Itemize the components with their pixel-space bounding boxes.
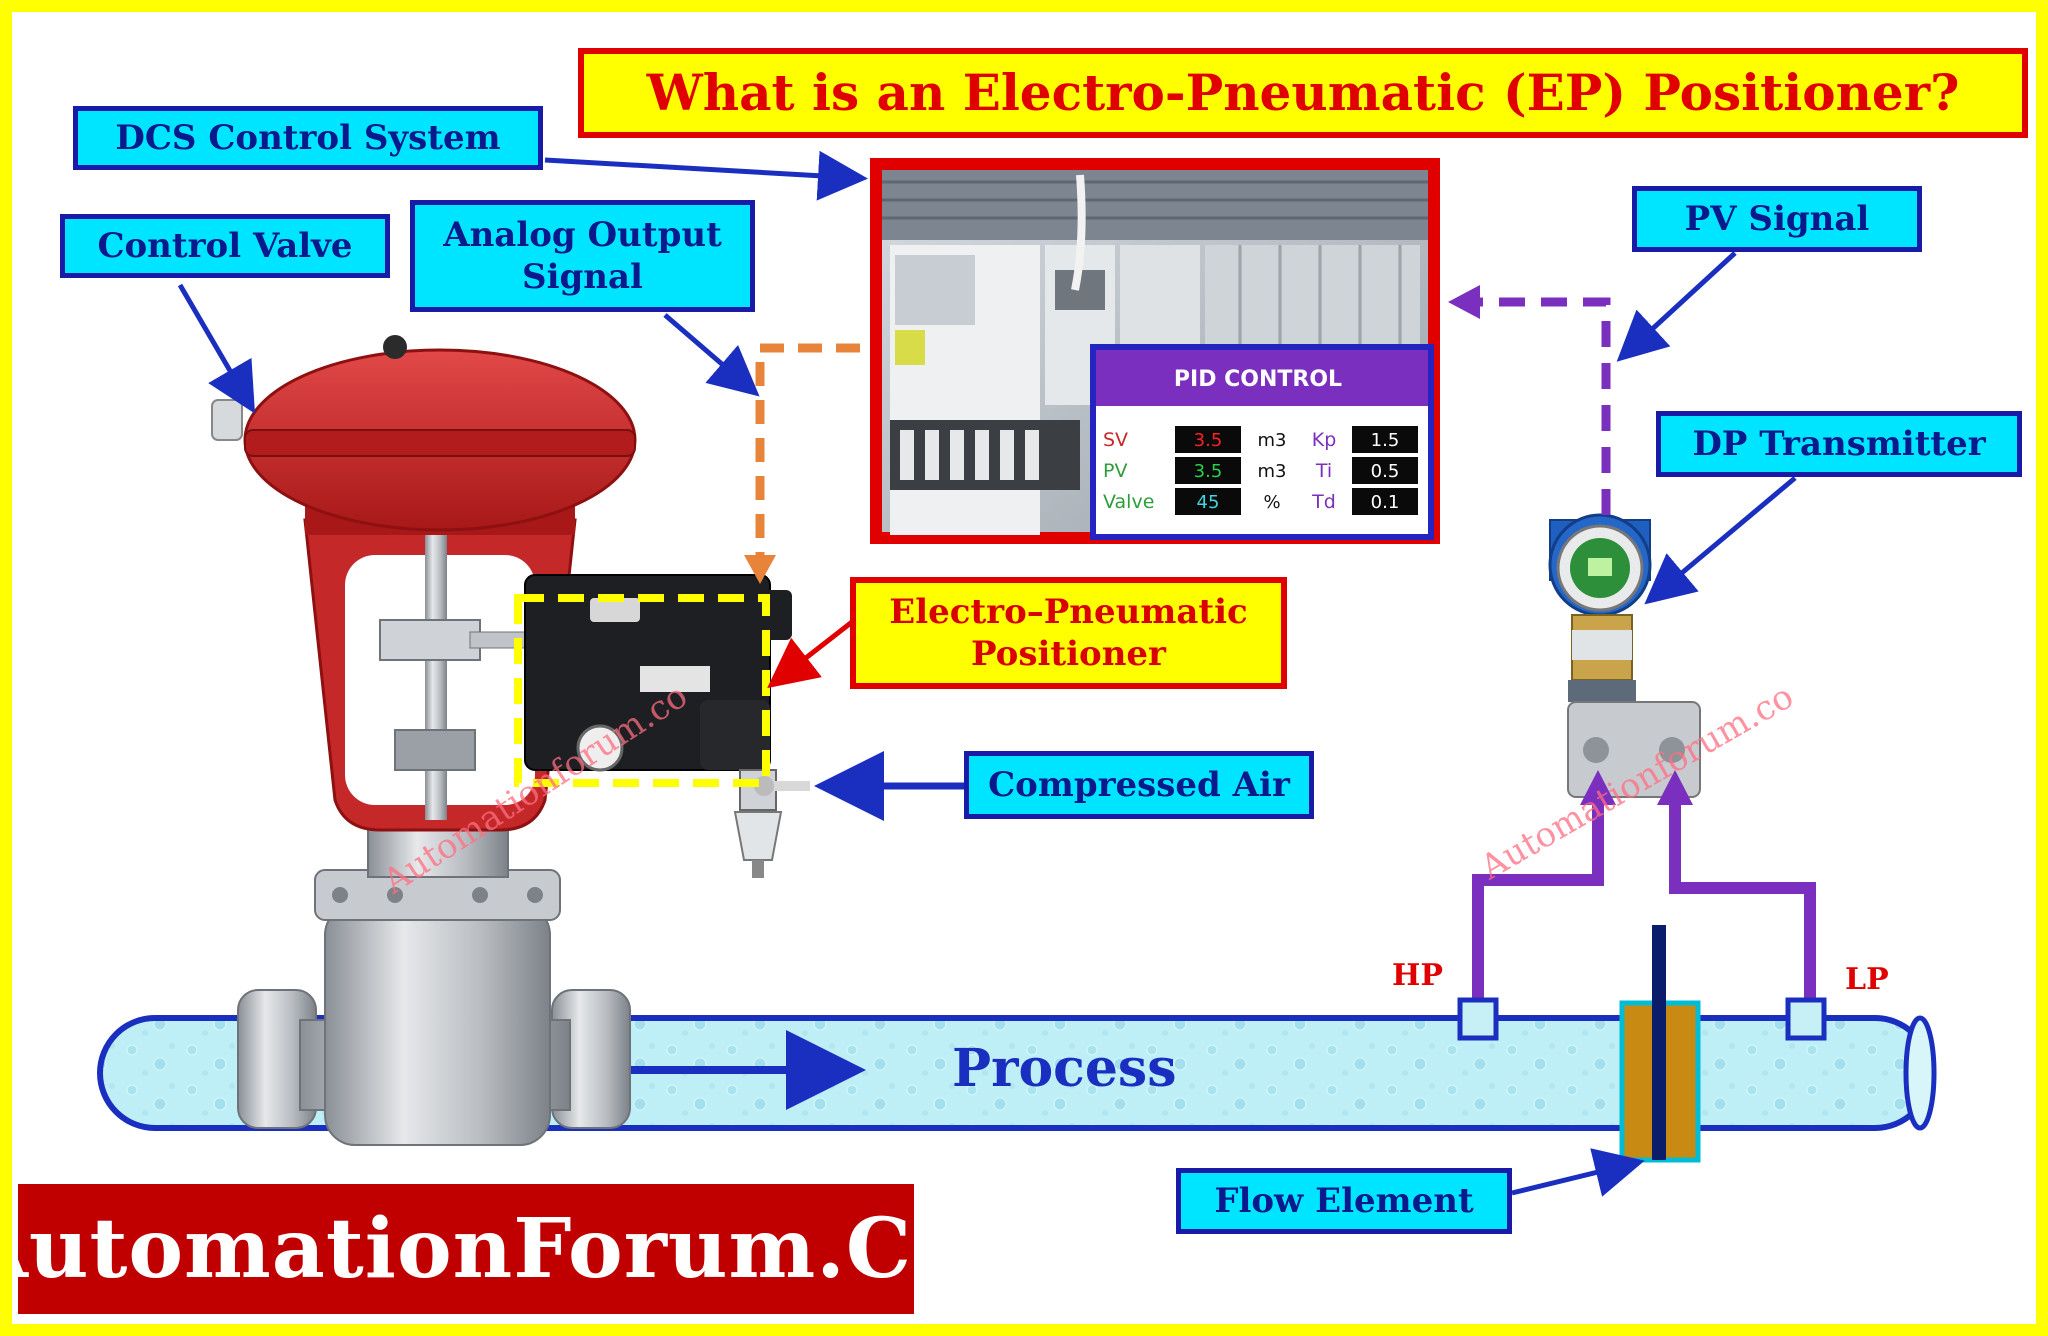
dp-transmitter-graphic bbox=[1548, 513, 1701, 798]
hp-impulse-line bbox=[1472, 795, 1604, 1008]
control-valve-label: Control Valve bbox=[60, 214, 390, 278]
pid-value-box bbox=[1175, 457, 1241, 484]
pid-param-box bbox=[1352, 457, 1418, 484]
pv-signal-text: PV Signal bbox=[1684, 198, 1870, 239]
flow-element-pointer bbox=[1511, 1148, 1645, 1197]
brand-text: AutomationForum.Co bbox=[0, 1201, 968, 1297]
dp-transmitter-text: DP Transmitter bbox=[1692, 423, 1986, 464]
control-valve-text: Control Valve bbox=[97, 225, 353, 266]
positioner-highlight bbox=[514, 594, 770, 787]
ep-positioner-text-line1: Electro–Pneumatic bbox=[889, 591, 1248, 632]
process-label: Process bbox=[952, 1038, 1177, 1099]
dcs-pointer bbox=[544, 150, 868, 201]
pid-row-param-value: 1.5 bbox=[1371, 430, 1400, 451]
page-title: What is an Electro-Pneumatic (EP) Positi… bbox=[578, 48, 2028, 138]
pid-row-label: Valve bbox=[1103, 491, 1154, 513]
hp-impulse-arrow bbox=[1580, 770, 1616, 805]
dcs-control-system-label: DCS Control System bbox=[73, 106, 543, 170]
brand-banner: AutomationForum.Co bbox=[0, 1184, 967, 1314]
pv-signal-label: PV Signal bbox=[1632, 186, 1922, 252]
analog-output-arrow bbox=[744, 555, 776, 584]
dp-transmitter-label: DP Transmitter bbox=[1656, 411, 2022, 477]
lp-tap bbox=[1785, 997, 1827, 1041]
positioner-graphic bbox=[524, 574, 810, 878]
pid-row-param: Td bbox=[1311, 491, 1336, 513]
lp-label: LP bbox=[1845, 962, 1889, 997]
ep-positioner-text-line2: Positioner bbox=[971, 634, 1166, 674]
pv-signal-pointer bbox=[1616, 251, 1737, 362]
pid-row-value: 3.5 bbox=[1194, 430, 1223, 451]
pid-row-value: 45 bbox=[1197, 492, 1220, 513]
analog-output-text-line1: Analog Output bbox=[443, 214, 722, 255]
pid-param-box bbox=[1352, 426, 1418, 453]
ep-positioner-label: Electro–Pneumatic Positioner bbox=[850, 577, 1287, 689]
pid-row-param-value: 0.1 bbox=[1371, 492, 1400, 513]
analog-output-pointer bbox=[663, 313, 760, 397]
flow-element-label: Flow Element bbox=[1176, 1168, 1512, 1234]
compressed-air-text: Compressed Air bbox=[988, 764, 1290, 805]
pid-row-unit: m3 bbox=[1258, 430, 1287, 451]
pid-row-unit: % bbox=[1263, 492, 1280, 513]
pid-row-unit: m3 bbox=[1258, 461, 1287, 482]
dp-transmitter-pointer bbox=[1644, 476, 1797, 605]
pid-value-box bbox=[1175, 426, 1241, 453]
lp-impulse-arrow bbox=[1657, 770, 1693, 805]
ep-positioner-pointer bbox=[767, 620, 854, 689]
pid-param-box bbox=[1352, 488, 1418, 515]
flow-element-text: Flow Element bbox=[1214, 1180, 1474, 1221]
pid-row-label: SV bbox=[1103, 429, 1128, 451]
hp-tap bbox=[1457, 997, 1499, 1041]
lp-impulse-line bbox=[1669, 795, 1816, 1008]
compressed-air-label: Compressed Air bbox=[964, 751, 1314, 819]
flow-element-graphic bbox=[1619, 925, 1701, 1163]
analog-output-signal-label: Analog Output Signal bbox=[410, 200, 755, 312]
analog-output-line bbox=[755, 343, 860, 555]
dcs-control-system-text: DCS Control System bbox=[115, 117, 501, 158]
pid-row-param: Kp bbox=[1312, 429, 1337, 451]
pid-row-param: Ti bbox=[1315, 460, 1332, 482]
pid-row-value: 3.5 bbox=[1194, 461, 1223, 482]
page-title-text: What is an Electro-Pneumatic (EP) Positi… bbox=[646, 62, 1960, 122]
pv-signal-arrow bbox=[1448, 285, 1480, 319]
pid-row-label: PV bbox=[1103, 460, 1127, 482]
analog-output-text-line2: Signal bbox=[522, 257, 643, 297]
pid-value-box bbox=[1175, 488, 1241, 515]
pid-row-param-value: 0.5 bbox=[1371, 461, 1400, 482]
pv-signal-line bbox=[1470, 297, 1611, 515]
control-valve-graphic bbox=[211, 335, 637, 1146]
hp-label: HP bbox=[1392, 958, 1443, 993]
control-valve-pointer bbox=[177, 283, 256, 414]
pid-title: PID CONTROL bbox=[1174, 367, 1342, 392]
